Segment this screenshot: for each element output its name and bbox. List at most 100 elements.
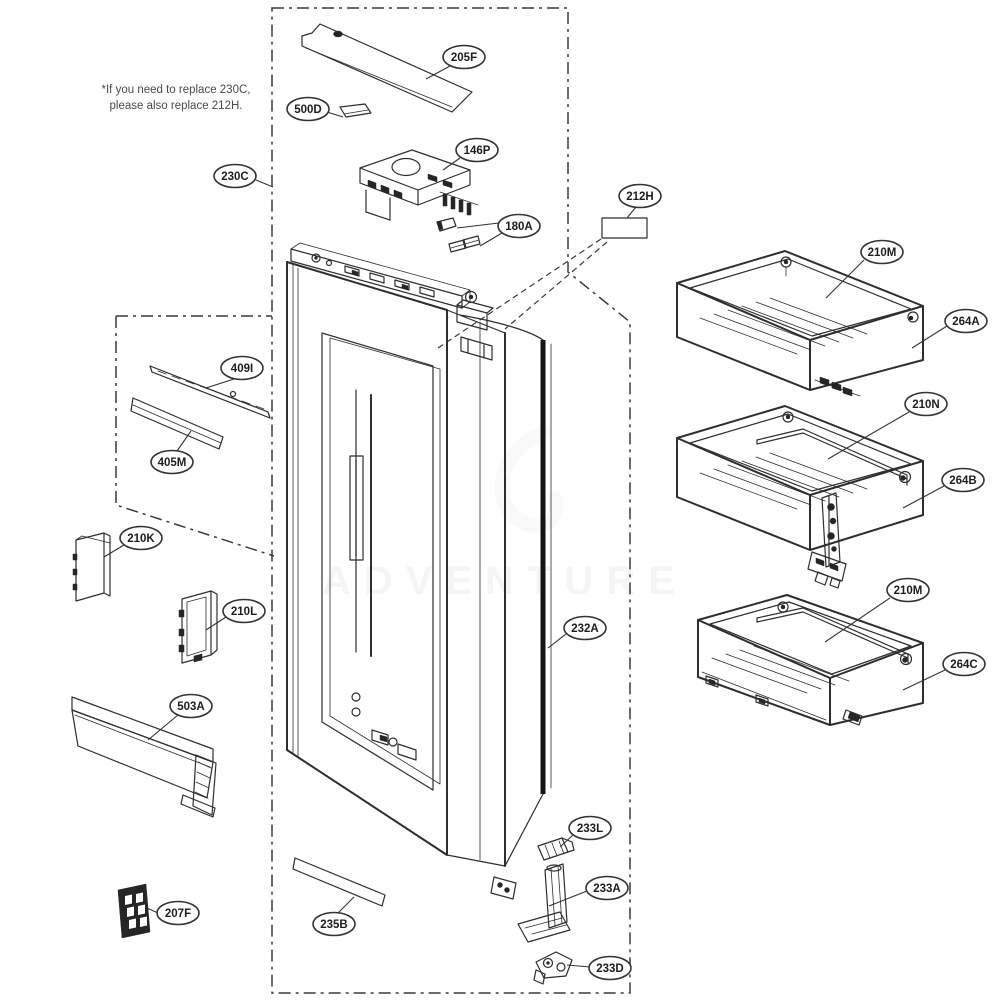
callout-label-212h: 212H [626,191,654,203]
callout-label-235b: 235B [320,919,348,931]
leader-line [205,378,235,389]
callout-232a: 232A [547,615,607,649]
drawer-divider-rail [756,428,908,486]
callout-235b: 235B [312,896,356,937]
left-dashed-boundary [115,315,275,557]
callout-label-146p: 146P [464,145,491,157]
door-front-frame [286,261,448,856]
callout-label-210m-top: 210M [868,247,897,259]
part-180a-clips [436,217,481,253]
callout-label-207f: 207F [165,908,191,920]
callout-bubble-210m-top [860,239,904,265]
callout-label-500d: 500D [294,104,322,116]
callout-bubble-500d [286,96,330,122]
callout-233a: 233A [548,875,629,907]
leader-line [548,890,588,907]
callout-210m-top: 210M [825,239,904,299]
drawer-divider-rail [756,607,909,664]
callout-bubble-210l [222,598,266,624]
door-bottom-bracket [490,876,517,900]
callout-label-503a: 503A [177,701,205,713]
callout-label-409i: 409I [231,363,253,375]
leader-line [147,714,179,741]
callout-bubble-230c [213,163,257,189]
leader-line [337,896,355,914]
callout-bubble-503a [169,693,213,719]
leader-line [425,65,451,80]
part-500d-chip [339,103,372,118]
callout-264a: 264A [911,308,988,349]
part-207f-bracket [117,883,151,939]
callout-label-205f: 205F [451,52,477,64]
leader-line [626,206,637,219]
part-146p-module [359,149,479,221]
part-210l-panel [178,590,218,664]
leader-line [146,907,159,914]
callout-label-233a: 233A [593,883,621,895]
leader-line [103,544,125,558]
part-503a-bin [71,696,217,818]
drawer-210m-bottom [697,594,924,726]
replacement-note: *If you need to replace 230C, please als… [102,84,251,112]
callout-bubble-205f [442,44,486,70]
callout-label-405m: 405M [158,457,187,469]
callout-210k: 210K [103,525,163,558]
leader-line [902,669,946,691]
callout-212h: 212H [618,183,662,219]
callout-bubble-264a [944,308,988,334]
callout-label-264b: 264B [949,475,977,487]
callout-233d: 233D [566,955,632,981]
callout-label-210l: 210L [231,606,257,618]
callout-label-264a: 264A [952,316,980,328]
callout-label-232a: 232A [571,623,599,635]
door-side-depth [446,309,544,867]
callout-bubble-409i [220,355,264,381]
watermark: ADVENTURE [322,425,675,603]
callout-bubble-210m-bottom [886,577,930,603]
leader-line [205,616,227,631]
callout-bubble-212h [618,183,662,209]
door-gasket-232a [540,340,552,794]
leader-line [479,232,503,247]
leader-line [559,834,574,848]
callout-bubble-180a [497,213,541,239]
leader-line [911,325,948,349]
callout-bubble-405m [150,449,194,475]
callout-264b: 264B [902,467,985,509]
leader-line [827,411,910,460]
leader-line [176,430,192,452]
callout-label-233d: 233D [596,963,624,975]
part-205f-cover-panel [301,23,473,113]
callout-180a: 180A [456,213,541,247]
part-409i-rail [149,365,271,419]
callout-bubble-207f [156,900,200,926]
leader-line [566,964,591,968]
callout-bubble-146p [455,137,499,163]
callout-210m-bottom: 210M [824,577,930,643]
callout-bubble-233d [588,955,632,981]
callout-409i: 409I [205,355,264,389]
callout-label-210m-bottom: 210M [894,585,923,597]
part-233a-bracket [517,863,571,943]
callout-405m: 405M [150,430,194,475]
callout-230c: 230C [213,163,274,189]
part-233d-plate [533,951,573,985]
leader-line [442,157,461,171]
part-233l-clip [537,837,575,861]
callout-label-233l: 233L [577,823,603,835]
callout-146p: 146P [442,137,499,171]
part-212h-rect [601,217,648,239]
leader-line [825,259,865,299]
callout-264c: 264C [902,651,986,691]
callout-bubble-210n [904,391,948,417]
callout-label-210k: 210K [127,533,155,545]
callout-503a: 503A [147,693,213,741]
part-235b-strip [292,857,386,907]
callout-500d: 500D [286,96,344,122]
callout-210n: 210N [827,391,948,460]
callout-205f: 205F [425,44,486,80]
leader-line [547,633,567,649]
note-line-1: *If you need to replace 230C, [102,84,251,96]
